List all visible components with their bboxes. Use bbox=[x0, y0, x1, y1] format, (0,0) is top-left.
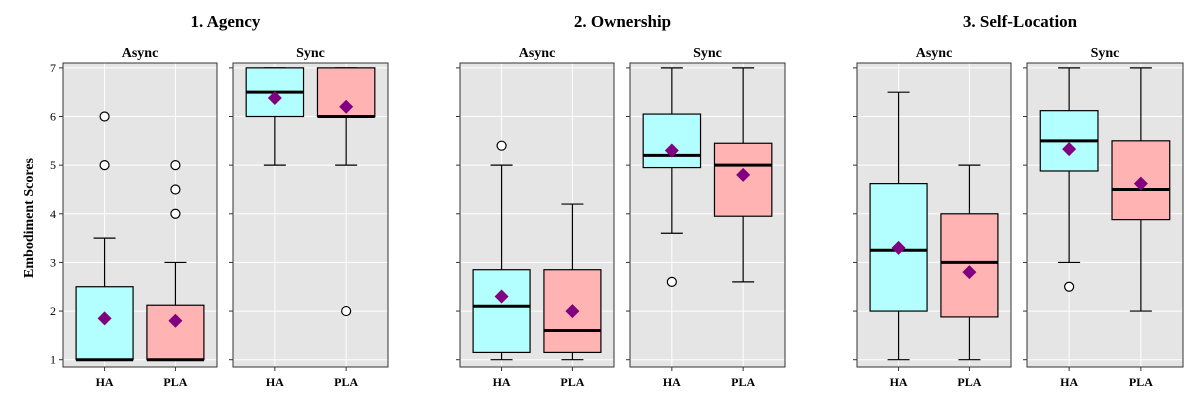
panel-title: Async bbox=[916, 46, 953, 61]
box-pla bbox=[713, 67, 773, 283]
y-tick-label: 5 bbox=[50, 158, 56, 172]
box-ha bbox=[869, 91, 928, 361]
panel-title: Async bbox=[519, 46, 556, 61]
group-title: 3. Self-Location bbox=[963, 12, 1078, 31]
x-tick-label: PLA bbox=[957, 375, 981, 389]
box-ha bbox=[472, 140, 531, 361]
mean-marker bbox=[736, 167, 751, 182]
box-ha bbox=[642, 67, 702, 287]
y-tick-label: 7 bbox=[50, 61, 56, 75]
y-tick-label: 6 bbox=[50, 110, 56, 124]
y-tick-label: 1 bbox=[50, 353, 56, 367]
y-tick-label: 4 bbox=[50, 207, 56, 221]
outlier-point bbox=[170, 208, 181, 219]
box-ha bbox=[75, 111, 134, 362]
panel-async: Async 1 2 3 4 5 6 7HA PLA bbox=[50, 46, 218, 389]
group-title: 2. Ownership bbox=[574, 12, 671, 31]
y-tick-label: 3 bbox=[50, 255, 56, 269]
x-tick-label: HA bbox=[1060, 375, 1078, 389]
mean-marker bbox=[339, 99, 354, 114]
outlier-point bbox=[341, 305, 352, 317]
outlier-point bbox=[170, 160, 181, 171]
box-iqr bbox=[146, 304, 205, 361]
mean-marker bbox=[565, 304, 580, 319]
panel-border bbox=[62, 62, 218, 368]
panel-border bbox=[629, 62, 786, 368]
mean-marker bbox=[168, 313, 183, 328]
mean-marker bbox=[664, 143, 679, 158]
panel-border bbox=[232, 62, 389, 368]
mean-marker bbox=[1062, 142, 1077, 157]
box-pla bbox=[543, 203, 602, 361]
x-tick-label: HA bbox=[493, 375, 511, 389]
outlier-point bbox=[99, 160, 110, 171]
box-ha bbox=[1039, 67, 1099, 292]
box-pla bbox=[1111, 67, 1171, 312]
mean-marker bbox=[97, 311, 112, 326]
x-tick-label: HA bbox=[890, 375, 908, 389]
x-tick-label: PLA bbox=[334, 375, 358, 389]
panel-title: Async bbox=[122, 46, 159, 61]
y-tick-label: 2 bbox=[50, 304, 56, 318]
panel-title: Sync bbox=[296, 46, 325, 61]
box-pla bbox=[146, 160, 205, 362]
panel-border bbox=[1026, 62, 1184, 368]
group-title: 1. Agency bbox=[191, 12, 261, 31]
box-iqr bbox=[472, 269, 531, 354]
y-axis-title: Embodiment Scores bbox=[22, 158, 37, 278]
panel-border bbox=[459, 62, 615, 368]
panel-title: Sync bbox=[693, 46, 722, 61]
outlier-point bbox=[99, 111, 110, 122]
x-tick-label: PLA bbox=[560, 375, 584, 389]
x-tick-label: HA bbox=[266, 375, 284, 389]
outlier-point bbox=[666, 276, 677, 287]
x-tick-label: PLA bbox=[731, 375, 755, 389]
x-tick-label: PLA bbox=[1129, 375, 1153, 389]
mean-marker bbox=[1133, 176, 1148, 191]
x-tick-label: HA bbox=[96, 375, 114, 389]
box-iqr bbox=[642, 113, 702, 169]
outlier-point bbox=[496, 140, 507, 151]
mean-marker bbox=[962, 265, 977, 280]
box-pla bbox=[940, 164, 999, 361]
box-ha bbox=[245, 67, 305, 166]
panel-border bbox=[856, 62, 1012, 368]
x-tick-label: PLA bbox=[163, 375, 187, 389]
panel-title: Sync bbox=[1091, 46, 1120, 61]
mean-marker bbox=[891, 240, 906, 255]
box-pla bbox=[316, 67, 376, 317]
x-tick-label: HA bbox=[663, 375, 681, 389]
outlier-point bbox=[170, 184, 181, 195]
mean-marker bbox=[494, 289, 509, 304]
outlier-point bbox=[1064, 281, 1075, 292]
mean-marker bbox=[267, 91, 282, 106]
